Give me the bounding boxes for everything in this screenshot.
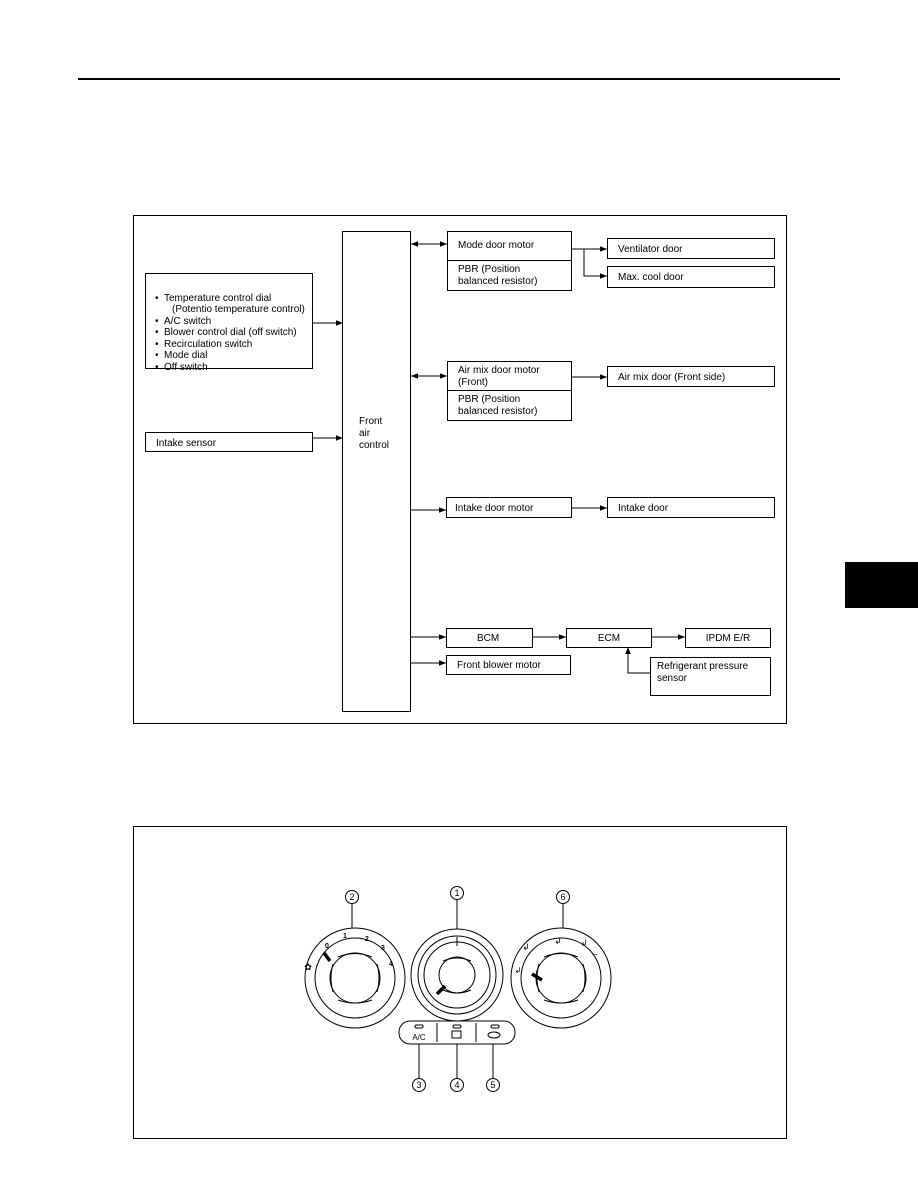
input-item: A/C switch xyxy=(155,316,312,328)
bcm-box: BCM xyxy=(446,628,533,648)
face-vent-icon: ↲ xyxy=(522,942,530,952)
mode-to-maxcool-arrow xyxy=(583,249,607,279)
callout-3-label: 3 xyxy=(416,1080,421,1090)
intake-door-motor-box: Intake door motor xyxy=(446,497,572,518)
input-item: Mode dial xyxy=(155,350,312,362)
blower-speed-0: 0 xyxy=(325,943,329,950)
callout-4-label: 4 xyxy=(454,1080,459,1090)
defrost-icon: ⌔ xyxy=(591,952,599,961)
off-switch-icon xyxy=(487,1031,501,1039)
blower-control-dial[interactable] xyxy=(304,927,406,1029)
blower-speed-3: 3 xyxy=(381,945,385,952)
callout-2-label: 2 xyxy=(349,892,354,902)
control-panel-frame xyxy=(133,826,787,1139)
blower-speed-1: 1 xyxy=(343,933,347,940)
max-cool-icon: ↲ xyxy=(515,966,522,975)
recirculation-icon xyxy=(451,1030,462,1039)
ecm-box: ECM xyxy=(566,628,652,648)
callout-2 xyxy=(345,890,359,904)
air-mix-door-motor-box: Air mix door motor (Front) xyxy=(447,361,572,391)
bi-level-icon: ↲ xyxy=(554,936,562,946)
max-cool-door-box: Max. cool door xyxy=(607,266,775,288)
callout-5-label: 5 xyxy=(490,1080,495,1090)
callout-5 xyxy=(486,1078,500,1092)
callout-6-label: 6 xyxy=(560,892,565,902)
intake-sensor-box: Intake sensor xyxy=(145,432,313,452)
callout-1 xyxy=(450,886,464,900)
sensor-to-ecm-arrow xyxy=(625,647,650,674)
input-item: Recirculation switch xyxy=(155,339,312,351)
callout-1-label: 1 xyxy=(454,888,459,898)
ac-switch-label[interactable]: A/C xyxy=(412,1033,426,1042)
mode-dial[interactable] xyxy=(510,927,612,1029)
header-rule xyxy=(78,78,840,80)
section-tab xyxy=(845,562,918,608)
blower-speed-4: 4 xyxy=(389,961,393,968)
air-mix-door-box: Air mix door (Front side) xyxy=(607,366,775,387)
refrigerant-pressure-sensor-box: Refrigerant pressure sensor xyxy=(650,657,771,696)
ipdm-er-box: IPDM E/R xyxy=(685,628,771,648)
mode-door-motor-box: Mode door motor xyxy=(447,231,572,261)
temperature-control-dial[interactable] xyxy=(410,928,504,1022)
fan-icon: ✿ xyxy=(304,962,312,972)
front-blower-motor-box: Front blower motor xyxy=(446,655,571,675)
callout-4 xyxy=(450,1078,464,1092)
front-air-control-label: Front air control xyxy=(359,416,390,451)
pbr-mode-box: PBR (Position balanced resistor) xyxy=(447,260,572,291)
input-item: (Potentio temperature control) xyxy=(172,304,305,315)
ventilator-door-box: Ventilator door xyxy=(607,238,775,259)
input-item: Blower control dial (off switch) xyxy=(155,327,312,339)
front-air-control-box: Front air control xyxy=(342,231,411,712)
input-item: Temperature control dial xyxy=(155,293,312,305)
callout-6 xyxy=(556,890,570,904)
blower-speed-2: 2 xyxy=(365,936,369,943)
system-diagram-frame xyxy=(133,215,787,724)
callout-3 xyxy=(412,1078,426,1092)
input-item: Off switch xyxy=(155,362,312,374)
foot-vent-icon: ↲ xyxy=(580,938,588,948)
input-switches-list: Temperature control dial(Potentio temper… xyxy=(155,293,312,374)
input-switches-box: Temperature control dial(Potentio temper… xyxy=(145,273,313,373)
intake-door-box: Intake door xyxy=(607,497,775,518)
pbr-air-mix-box: PBR (Position balanced resistor) xyxy=(447,390,572,421)
